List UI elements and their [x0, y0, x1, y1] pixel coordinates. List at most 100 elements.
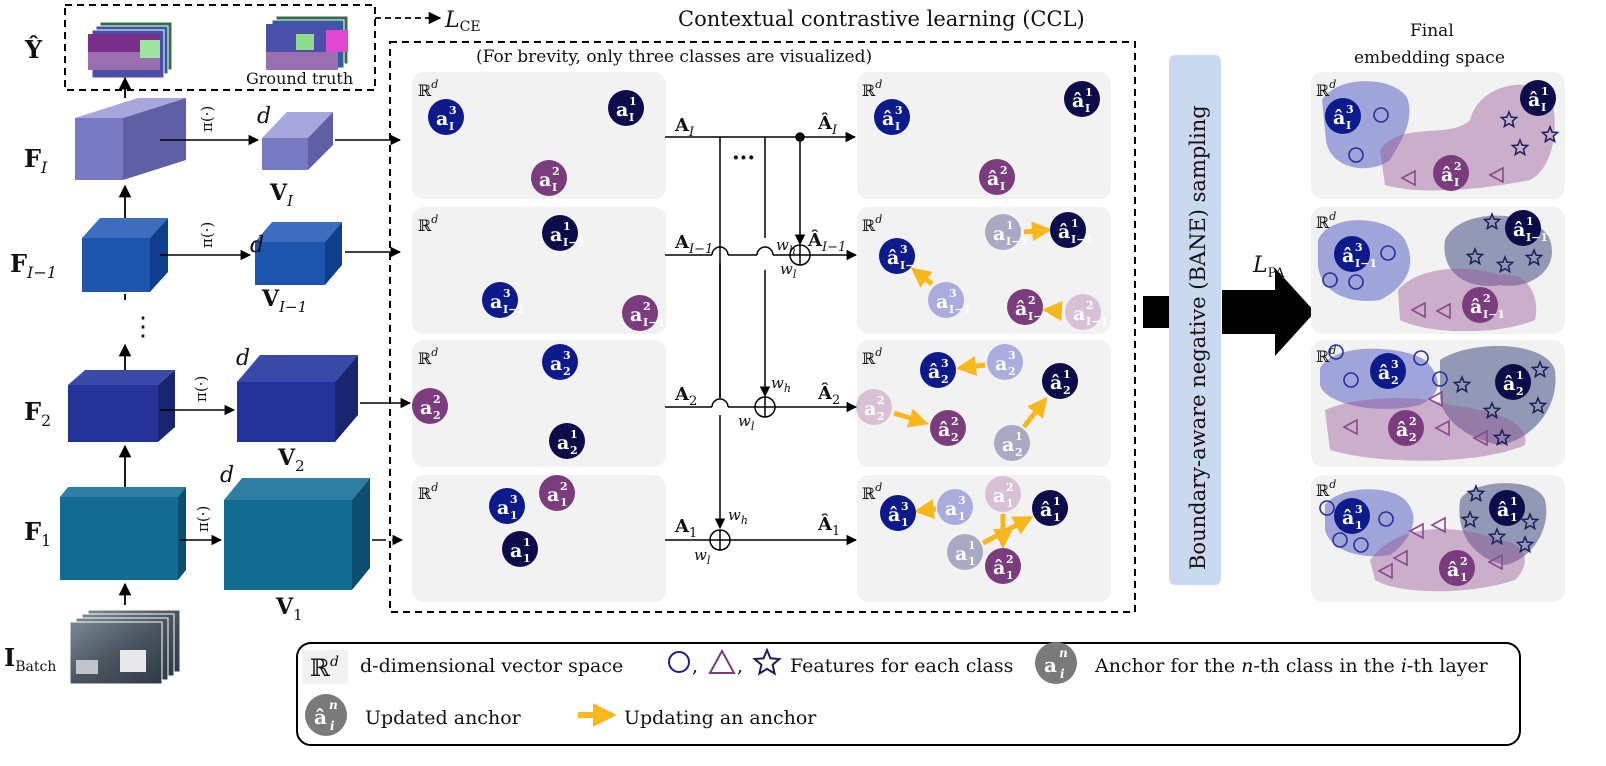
- svg-text:2: 2: [1460, 555, 1468, 568]
- f-label-i-1: FI−1: [10, 249, 57, 282]
- update-arrow-2-row-2: [1042, 301, 1063, 321]
- pi-label-i-1: π(·): [198, 222, 216, 248]
- svg-text:1: 1: [1063, 368, 1071, 381]
- svg-text:I−1: I−1: [1483, 308, 1505, 321]
- wh-label-i-1: wh: [776, 236, 796, 257]
- legend-space-symbol: ℝd: [310, 654, 339, 682]
- prediction-box: Ground truth Ŷ: [24, 4, 376, 91]
- svg-text:â: â: [1015, 298, 1027, 320]
- svg-text:2: 2: [433, 409, 441, 422]
- svg-text:1: 1: [968, 555, 976, 568]
- final-circle-2b: [1322, 272, 1338, 288]
- svg-text:2: 2: [433, 393, 441, 406]
- svg-text:n: n: [329, 698, 338, 712]
- a-hat-label-1: Â1: [817, 512, 840, 539]
- final-tri-3d: [1472, 429, 1488, 447]
- feature-block-1: [60, 487, 186, 580]
- svg-text:1: 1: [1510, 495, 1518, 508]
- legend-sep-1: ,: [692, 655, 698, 677]
- svg-text:I: I: [1000, 180, 1005, 193]
- final-circle-4d: [1353, 537, 1369, 553]
- svg-text:1: 1: [1071, 217, 1079, 230]
- a-label-1: A1: [674, 516, 697, 541]
- svg-text:a: a: [557, 432, 569, 454]
- v-label-2: V2: [277, 445, 305, 475]
- bane-sampling-bar: [1169, 55, 1221, 585]
- input-panel-space-label-1: ℝd: [418, 78, 438, 100]
- svg-text:a: a: [510, 540, 522, 562]
- final-space-title-line1: Final: [1410, 21, 1454, 41]
- svg-text:â: â: [1441, 164, 1453, 186]
- svg-text:I−1: I−1: [900, 259, 922, 272]
- svg-text:3: 3: [1346, 103, 1354, 116]
- feature-block-i-1: [82, 218, 168, 292]
- input-panel-3: [412, 340, 666, 467]
- d-label-i: d: [257, 104, 271, 129]
- svg-text:â: â: [1050, 372, 1062, 394]
- final-panel-space-label-3: ℝd: [1316, 344, 1336, 366]
- final-circle-1b: [1348, 147, 1364, 163]
- a-label-i: AI: [674, 115, 695, 140]
- svg-text:2: 2: [643, 300, 651, 313]
- final-circle-4c: [1332, 532, 1348, 548]
- svg-text:n: n: [1059, 646, 1068, 660]
- a-hat-label-2: Â2: [817, 381, 840, 408]
- ccl-box: [389, 41, 1136, 613]
- svg-text:2: 2: [1454, 160, 1462, 173]
- svg-text:2: 2: [1483, 292, 1491, 305]
- final-star-3a: [1452, 375, 1472, 394]
- svg-text:â: â: [1378, 362, 1390, 384]
- svg-text:a: a: [616, 99, 628, 121]
- legend-circle-icon: [668, 651, 690, 673]
- svg-text:2: 2: [1015, 446, 1023, 459]
- d-label-1: d: [220, 463, 234, 488]
- svg-text:3: 3: [563, 349, 571, 362]
- svg-text:I−1: I−1: [1071, 233, 1093, 246]
- svg-text:1: 1: [1006, 497, 1014, 510]
- final-circle-3c: [1413, 350, 1429, 366]
- updated-panel-space-label-1: ℝd: [862, 78, 882, 100]
- ccl-title: Contextual contrastive learning (CCL): [678, 7, 1085, 31]
- d-label-i-1: d: [250, 233, 264, 258]
- svg-text:1: 1: [1006, 219, 1014, 232]
- svg-text:2: 2: [941, 373, 949, 386]
- updated-panel-1: [857, 72, 1111, 199]
- final-star-4e: [1520, 512, 1540, 531]
- svg-text:3: 3: [449, 104, 457, 117]
- legend-anchor-icon: a n i: [1035, 642, 1077, 684]
- final-star-3b: [1530, 360, 1550, 379]
- svg-text:a: a: [547, 484, 559, 506]
- bane-input-arrow: [1143, 296, 1169, 328]
- svg-text:2: 2: [951, 431, 959, 444]
- svg-text:2: 2: [1516, 385, 1524, 398]
- input-batch-label: IBatch: [4, 643, 56, 675]
- final-tri-2a: [1410, 301, 1426, 319]
- svg-text:â: â: [1072, 90, 1084, 112]
- svg-text:â: â: [1040, 499, 1052, 521]
- wl-label-i-1: wl: [780, 260, 797, 281]
- svg-text:â: â: [887, 247, 899, 269]
- updated-panel-space-label-2: ℝd: [862, 213, 882, 235]
- legend-sep-2: ,: [737, 655, 743, 677]
- final-star-4c: [1487, 527, 1507, 546]
- bane-sampling-label: Boundary-aware negative (BANE) sampling: [1186, 105, 1210, 570]
- svg-text:I: I: [629, 111, 634, 124]
- update-arrow-1-row-2: [1023, 221, 1052, 242]
- legend-space-desc: d-dimensional vector space: [360, 655, 623, 677]
- svg-text:1: 1: [523, 536, 531, 549]
- final-star-1a: [1499, 110, 1519, 129]
